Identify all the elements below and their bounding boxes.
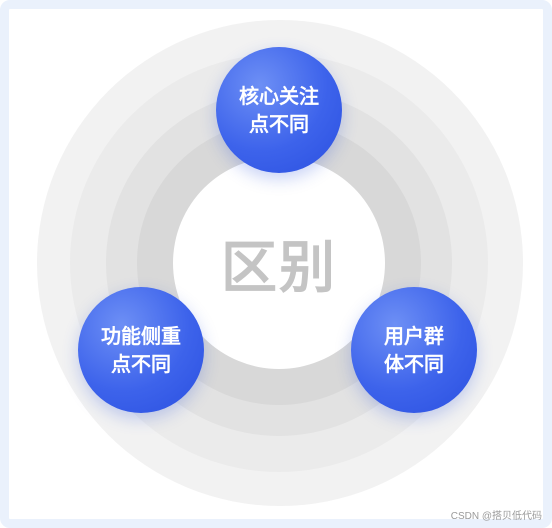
node-function-focus: 功能侧重 点不同	[78, 287, 204, 413]
node-user-group: 用户群 体不同	[351, 287, 477, 413]
node-user-group-label: 用户群 体不同	[384, 324, 444, 376]
node-core-focus: 核心关注 点不同	[216, 47, 342, 173]
node-function-focus-label: 功能侧重 点不同	[101, 324, 181, 376]
node-core-focus-label: 核心关注 点不同	[239, 84, 319, 136]
center-circle	[173, 157, 385, 369]
watermark: CSDN @搭贝低代码	[450, 511, 542, 522]
center-label: 区别	[221, 235, 337, 301]
